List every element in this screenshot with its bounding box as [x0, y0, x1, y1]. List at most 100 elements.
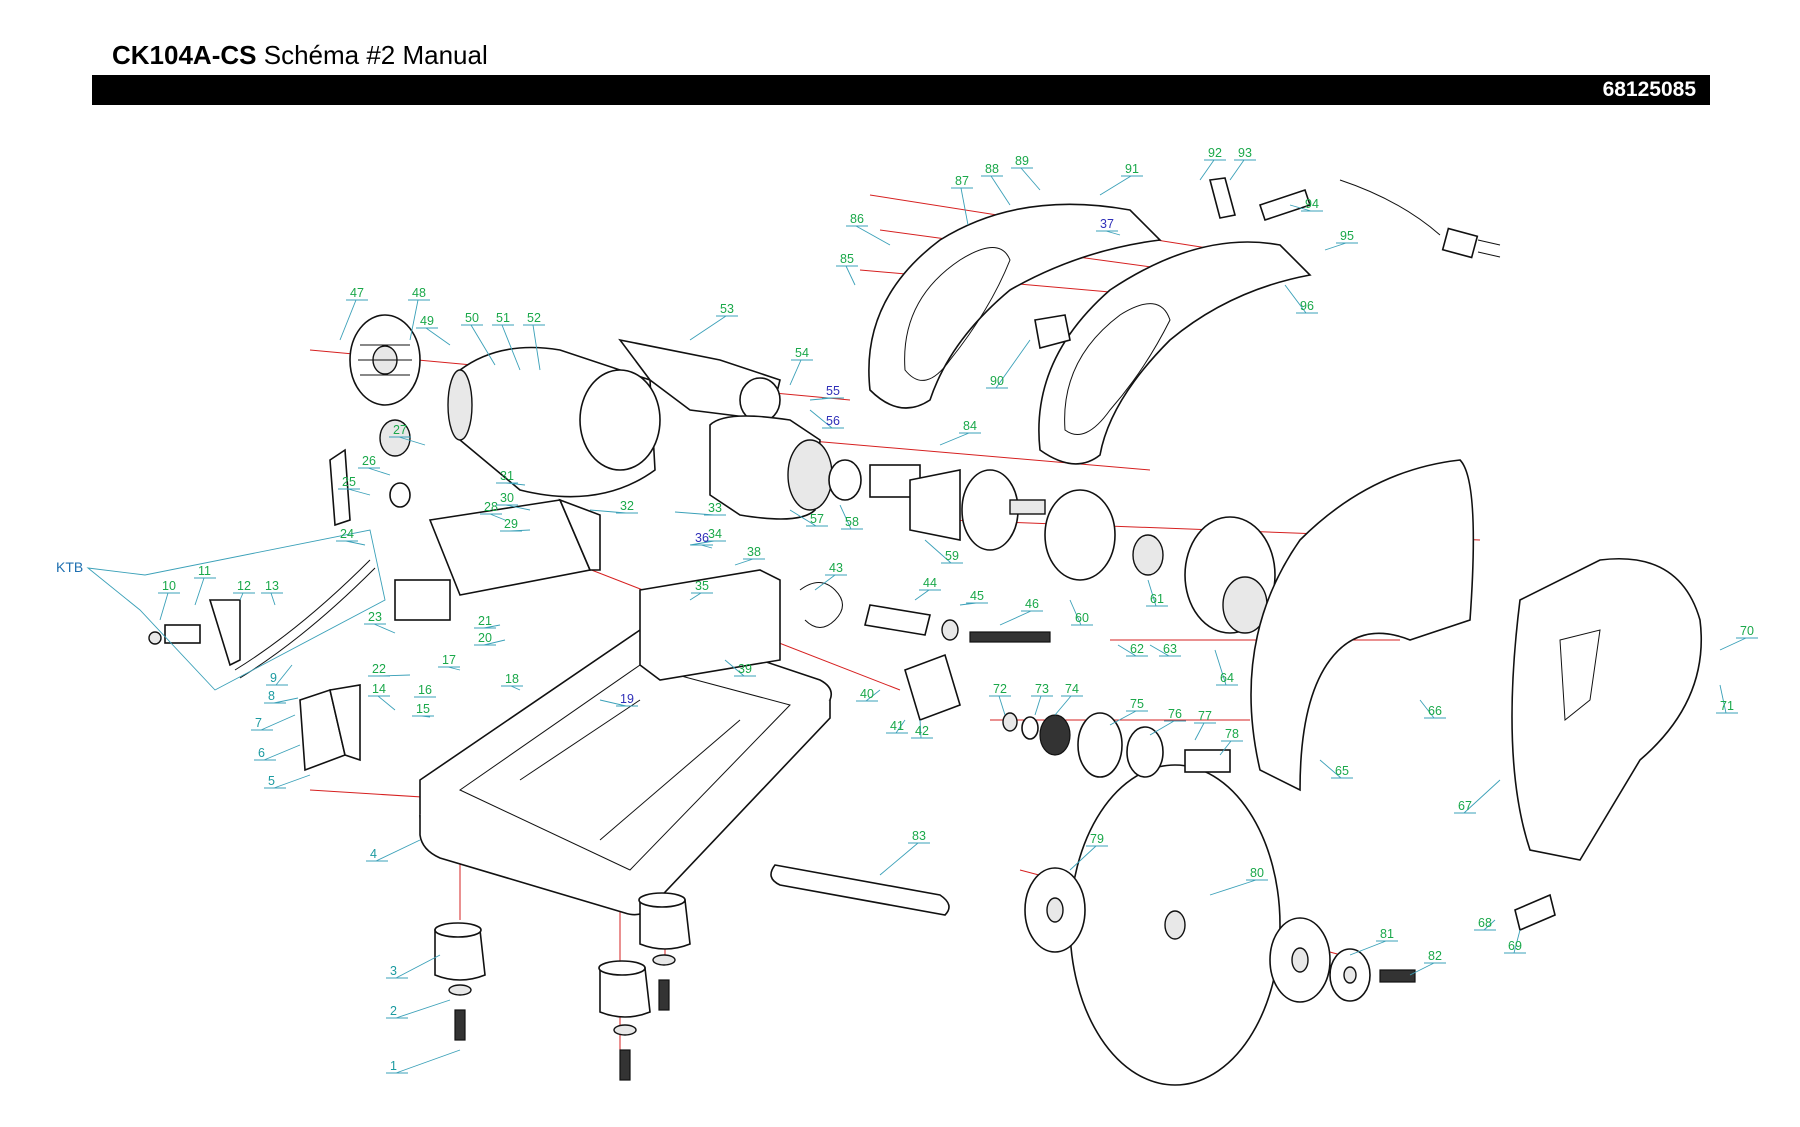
- part-number: 68125085: [1602, 78, 1696, 101]
- callout-89: 89: [1015, 154, 1029, 168]
- callout-79: 79: [1090, 832, 1104, 846]
- callout-3: 3: [390, 964, 397, 978]
- callout-47: 47: [350, 286, 364, 300]
- callout-16: 16: [418, 683, 432, 697]
- callout-leader-67: [1463, 779, 1501, 814]
- page-title: CK104A-CS Schéma #2 Manual: [112, 40, 488, 71]
- callout-96: 96: [1300, 299, 1314, 313]
- callout-leader-74: [1054, 695, 1072, 716]
- part-lower-guard: [1511, 558, 1702, 861]
- callout-95: 95: [1340, 229, 1354, 243]
- callout-leader-66: [1419, 699, 1435, 719]
- callout-leader-25: [347, 488, 371, 496]
- callout-leader-71: [1719, 684, 1727, 714]
- callout-41: 41: [890, 719, 904, 733]
- callout-12: 12: [237, 579, 251, 593]
- callout-leader-75: [1109, 710, 1137, 726]
- callout-leader-30: [505, 504, 531, 511]
- callout-70: 70: [1740, 624, 1754, 638]
- callout-leader-4: [375, 839, 421, 862]
- callout-60: 60: [1075, 611, 1089, 625]
- callout-53: 53: [720, 302, 734, 316]
- callout-leader-37: [1105, 230, 1121, 236]
- callout-23: 23: [368, 610, 382, 624]
- callout-82: 82: [1428, 949, 1442, 963]
- part-base: [419, 624, 833, 916]
- callout-10: 10: [162, 579, 176, 593]
- callout-84: 84: [963, 419, 977, 433]
- callout-leader-69: [1513, 929, 1521, 954]
- callout-leader-86: [855, 225, 891, 246]
- callout-leader-13: [270, 592, 276, 606]
- callout-72: 72: [993, 682, 1007, 696]
- callout-9: 9: [270, 671, 277, 685]
- callout-leader-11: [194, 577, 205, 606]
- callout-68: 68: [1478, 916, 1492, 930]
- callout-90: 90: [990, 374, 1004, 388]
- callout-leader-10: [159, 592, 169, 621]
- callout-7: 7: [255, 716, 262, 730]
- callout-58: 58: [845, 515, 859, 529]
- callout-29: 29: [504, 517, 518, 531]
- callout-8: 8: [268, 689, 275, 703]
- callout-leader-65: [1319, 759, 1342, 779]
- part-motor-housing: [447, 338, 781, 498]
- diagram-subtitle: Schéma #2 Manual: [263, 40, 488, 70]
- callout-leader-36: [700, 544, 713, 549]
- part-end-cap: [349, 314, 421, 406]
- callout-91: 91: [1125, 162, 1139, 176]
- callout-21: 21: [478, 614, 492, 628]
- callout-leader-27: [398, 436, 426, 446]
- callout-36: 36: [695, 531, 709, 545]
- callout-leader-73: [1034, 695, 1042, 716]
- callout-leader-23: [373, 623, 396, 634]
- callout-35: 35: [695, 579, 709, 593]
- callout-59: 59: [945, 549, 959, 563]
- part-upper-guard: [868, 203, 1312, 465]
- part-feet: [434, 892, 691, 1081]
- callout-32: 32: [620, 499, 634, 513]
- callout-5: 5: [268, 774, 275, 788]
- callout-26: 26: [362, 454, 376, 468]
- callout-87: 87: [955, 174, 969, 188]
- callout-leader-54: [789, 359, 802, 386]
- callout-leader-83: [879, 842, 919, 876]
- callout-leader-8: [273, 697, 299, 704]
- header-bar: 68125085: [92, 75, 1710, 105]
- callout-15: 15: [416, 702, 430, 716]
- callout-leader-50: [470, 324, 496, 366]
- callout-leader-76: [1149, 720, 1175, 736]
- callout-46: 46: [1025, 597, 1039, 611]
- callout-66: 66: [1428, 704, 1442, 718]
- callout-leader-17: [447, 666, 461, 671]
- model-number: CK104A-CS: [112, 40, 257, 70]
- callout-leader-26: [367, 467, 391, 476]
- callout-leader-61: [1147, 579, 1157, 607]
- callout-leader-21: [483, 624, 501, 629]
- callout-22: 22: [372, 662, 386, 676]
- callout-27: 27: [393, 423, 407, 437]
- callout-65: 65: [1335, 764, 1349, 778]
- part-vise-assembly: [148, 419, 451, 772]
- part-small-items: [904, 177, 1556, 932]
- callout-leader-43: [814, 574, 836, 591]
- callout-leader-7: [260, 714, 296, 731]
- callout-leader-85: [845, 265, 856, 286]
- callout-leader-14: [377, 695, 396, 711]
- callout-leader-80: [1209, 879, 1257, 896]
- callout-20: 20: [478, 631, 492, 645]
- callout-leader-95: [1324, 242, 1347, 251]
- callout-57: 57: [810, 512, 824, 526]
- callout-30: 30: [500, 491, 514, 505]
- callout-67: 67: [1458, 799, 1472, 813]
- callout-leader-81: [1349, 940, 1387, 956]
- callout-leader-20: [483, 639, 506, 646]
- part-spindle-stack: [1002, 712, 1231, 778]
- callout-78: 78: [1225, 727, 1239, 741]
- callout-leader-18: [510, 685, 521, 691]
- callout-leader-12: [239, 592, 244, 601]
- callout-71: 71: [1720, 699, 1734, 713]
- part-power-cord: [1339, 179, 1501, 259]
